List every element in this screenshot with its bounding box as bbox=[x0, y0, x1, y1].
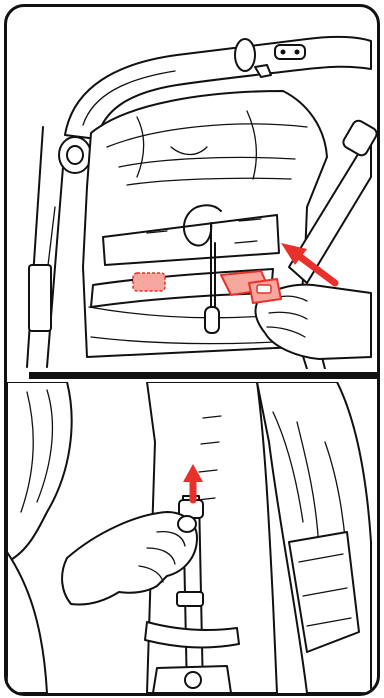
top-panel bbox=[7, 7, 377, 369]
seat-harness-illustration bbox=[7, 382, 377, 693]
instruction-frame bbox=[4, 4, 380, 696]
bottom-panel bbox=[7, 382, 377, 693]
side-fabric-left bbox=[7, 382, 72, 693]
slot-highlight bbox=[133, 273, 165, 291]
stroller-seat-back-illustration bbox=[7, 7, 377, 369]
crotch-buckle bbox=[153, 666, 231, 693]
step-divider bbox=[29, 372, 380, 379]
